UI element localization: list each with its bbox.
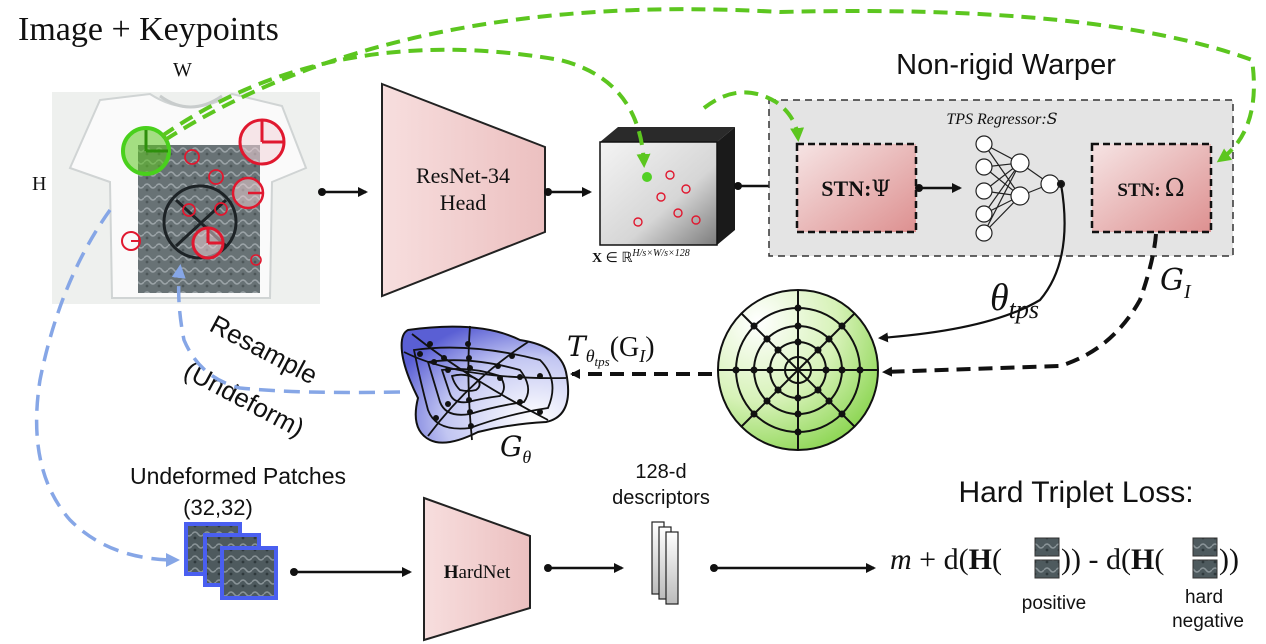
feature-label: X ∈ ℝH/s×W/s×128 <box>592 248 690 266</box>
resnet-encoder: ResNet-34 Head <box>381 82 546 298</box>
stn-psi-block: STN:Ψ <box>795 142 918 234</box>
loss-title: Hard Triplet Loss: <box>958 476 1193 509</box>
positive-patch-b <box>1034 559 1060 579</box>
descriptors-line1: 128-d <box>635 461 686 483</box>
grid-arrow <box>882 233 1158 377</box>
transform-label: Tθtps(GI) <box>567 330 655 369</box>
hard-label: hard <box>1185 587 1223 608</box>
width-label: W <box>173 59 192 81</box>
keypoints <box>121 118 286 266</box>
negative-patch-b <box>1192 559 1218 579</box>
regular-polar-grid <box>717 289 879 451</box>
negative-label: negative <box>1172 611 1244 632</box>
patches-title: Undeformed Patches <box>130 463 346 489</box>
green-keypoint-arrows <box>160 7 1256 168</box>
stn-psi-label: STN:Ψ <box>821 176 890 202</box>
stn-omega-label: STN:Ω <box>1117 174 1184 202</box>
patch-stack <box>184 522 278 600</box>
feature-map: X ∈ ℝH/s×W/s×128 <box>592 127 735 266</box>
hardnet-label: HardNet <box>444 562 511 583</box>
input-image <box>52 92 320 304</box>
descriptor-stack <box>651 521 679 605</box>
warped-grid: Gθ <box>400 325 570 467</box>
height-label: H <box>32 173 46 195</box>
positive-patch-a <box>1034 537 1060 557</box>
blue-resample-arrows <box>34 208 401 567</box>
negative-patch-a <box>1192 537 1218 557</box>
loss-formula: m + d(H( )) - d(H( )) <box>890 537 1239 579</box>
title-text: Image + Keypoints <box>18 11 279 48</box>
grid-label: GI <box>1160 263 1192 303</box>
loss-formula-mid: )) - d(H( <box>1061 543 1164 576</box>
warped-grid-label: Gθ <box>500 430 531 467</box>
theta-arrow <box>878 183 1066 343</box>
patches-size: (32,32) <box>183 495 253 520</box>
descriptors-line2: descriptors <box>612 487 710 509</box>
warper-title: Non-rigid Warper <box>896 49 1116 81</box>
loss-formula-left: m + d(H( <box>890 543 1002 576</box>
encoder-sub: Head <box>440 190 486 215</box>
hardnet-encoder: HardNet <box>423 496 531 642</box>
encoder-name: ResNet-34 <box>416 163 510 188</box>
stn-omega-block: STN:Ω <box>1090 142 1213 234</box>
positive-label: positive <box>1022 593 1086 614</box>
regressor-label: TPS Regressor:S <box>946 109 1057 128</box>
loss-formula-right: )) <box>1219 543 1239 576</box>
mlp-network <box>975 135 1066 242</box>
theta-label: θtps <box>990 277 1039 324</box>
